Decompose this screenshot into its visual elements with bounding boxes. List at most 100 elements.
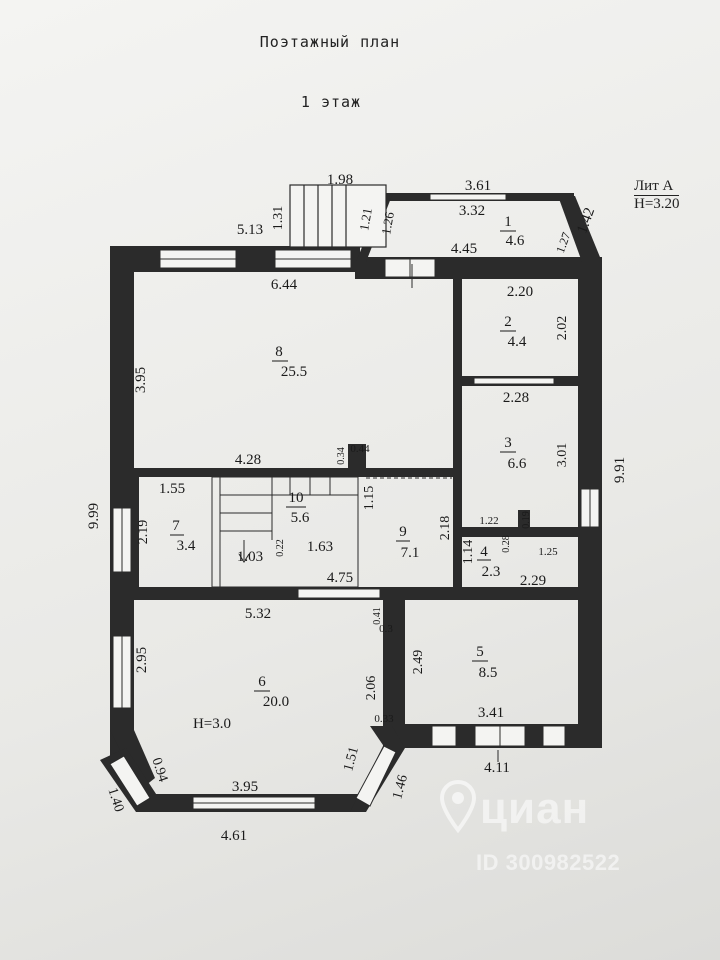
- room-8-num: 8: [275, 344, 283, 360]
- dim-0-19: 0.19: [521, 511, 532, 529]
- window-room1-top: [429, 193, 507, 201]
- door-6: [297, 588, 381, 599]
- dim-5-32: 5.32: [245, 606, 271, 622]
- dim-2-49: 2.49: [411, 650, 426, 675]
- dim-1-15: 1.15: [362, 486, 377, 511]
- room-1-area: 4.6: [506, 233, 525, 249]
- window-bay-left: [109, 755, 151, 807]
- wall-column: [348, 444, 366, 470]
- dim-1-46: 1.46: [390, 773, 411, 801]
- dim-9-91: 9.91: [612, 457, 628, 483]
- window-5b: [542, 725, 566, 747]
- dim-0-94: 0.94: [148, 756, 170, 784]
- room-9-area: 7.1: [401, 545, 420, 561]
- dim-3-41: 3.41: [478, 705, 504, 721]
- dim-4-61: 4.61: [221, 828, 247, 844]
- room-2-area: 4.4: [508, 334, 527, 350]
- dim-2-95: 2.95: [134, 647, 150, 673]
- dim-0-22: 0.22: [275, 539, 286, 557]
- dim-0-33: 0.33: [374, 713, 394, 725]
- dim-2-20: 2.20: [507, 284, 533, 300]
- wall-partition-v: [453, 279, 462, 599]
- dim-2-18: 2.18: [438, 516, 453, 541]
- dim-5-13: 5.13: [237, 222, 263, 238]
- dim-2-06: 2.06: [364, 676, 379, 701]
- dim-2-19: 2.19: [136, 520, 151, 545]
- room-7-num: 7: [172, 518, 180, 534]
- dim-0-41: 0.41: [372, 607, 383, 625]
- dim-3-95: 3.95: [133, 367, 149, 393]
- dim-1-26: 1.26: [378, 210, 397, 236]
- door-2-3: [473, 377, 555, 385]
- wall-partition-6-5: [383, 587, 405, 747]
- dim-4-45: 4.45: [451, 241, 477, 257]
- dim-0-3: 0.3: [379, 623, 393, 635]
- dim-1-98: 1.98: [327, 172, 353, 188]
- dim-1-63: 1.63: [307, 539, 333, 555]
- room-10-num: 10: [289, 490, 304, 506]
- dim-1-55: 1.55: [159, 481, 185, 497]
- dim-0-44: 0.44: [350, 443, 370, 455]
- room-2-num: 2: [504, 314, 512, 330]
- arrow-head: [238, 553, 250, 563]
- room-labels: 1 4.6 2 4.4 3 6.6 4 2.3 5 8.5 6 20.0 Н=3…: [170, 214, 527, 732]
- wall-stub: [134, 477, 139, 587]
- watermark-id: ID 300982522: [476, 850, 621, 875]
- window-bay-right: [355, 745, 397, 807]
- room-6-note: Н=3.0: [193, 716, 231, 732]
- entrance-stairs: [289, 184, 387, 248]
- dim-0-28: 0.28: [501, 535, 512, 553]
- room-5-num: 5: [476, 644, 484, 660]
- dimension-labels: 1.98 3.61 3.32 1.42 1.27 5.13 1.31 1.21 …: [86, 172, 628, 844]
- interior-stair: [211, 476, 359, 588]
- dim-1-51: 1.51: [341, 745, 362, 773]
- windows: [112, 193, 600, 810]
- room-9-num: 9: [399, 524, 407, 540]
- dim-6-44: 6.44: [271, 277, 298, 293]
- dim-1-40: 1.40: [104, 786, 126, 814]
- dim-2-02: 2.02: [555, 316, 570, 341]
- dim-0-34: 0.34: [336, 447, 347, 465]
- dim-3-01: 3.01: [555, 443, 570, 468]
- room-6-num: 6: [258, 674, 266, 690]
- room-3-area: 6.6: [508, 456, 527, 472]
- dim-3-32: 3.32: [459, 203, 485, 219]
- dim-1-14: 1.14: [461, 540, 476, 565]
- watermark-brand: циан: [480, 784, 590, 833]
- dim-9-99: 9.99: [86, 503, 102, 529]
- bay-windows: [109, 745, 397, 807]
- stair-frame: [211, 476, 359, 588]
- dim-1-27: 1.27: [553, 230, 573, 255]
- room-6-area: 20.0: [263, 694, 289, 710]
- lit-height: Н=3.20: [634, 196, 680, 212]
- room-4-area: 2.3: [482, 564, 501, 580]
- floor-title: 1 этаж: [300, 93, 362, 111]
- wall-partition-3-4: [462, 527, 602, 537]
- stairs-outline: [289, 184, 387, 248]
- page-title: Поэтажный план: [259, 33, 401, 51]
- room-10-area: 5.6: [291, 510, 310, 526]
- window-5a: [431, 725, 457, 747]
- dim-1-21: 1.21: [356, 207, 375, 232]
- room-8-area: 25.5: [281, 364, 307, 380]
- wall-partition-8: [134, 468, 456, 477]
- dim-1-22: 1.22: [479, 515, 498, 527]
- room-7-area: 3.4: [177, 538, 196, 554]
- wall-corner-ne: [558, 196, 602, 262]
- wall-bay-right-top: [370, 726, 405, 748]
- dim-3-61: 3.61: [465, 178, 491, 194]
- location-pin-icon: [440, 780, 476, 834]
- dim-1-31: 1.31: [271, 206, 286, 231]
- room-1-num: 1: [504, 214, 512, 230]
- dim-4-28: 4.28: [235, 452, 261, 468]
- wall-room4-nib: [518, 510, 530, 537]
- dim-4-75: 4.75: [327, 570, 353, 586]
- room-5-area: 8.5: [479, 665, 498, 681]
- dim-2-29: 2.29: [520, 573, 546, 589]
- dim-1-25: 1.25: [538, 546, 558, 558]
- dim-2-28: 2.28: [503, 390, 529, 406]
- dimension-ticks: [411, 264, 499, 762]
- room-4-num: 4: [480, 544, 488, 560]
- dim-3-95b: 3.95: [232, 779, 258, 795]
